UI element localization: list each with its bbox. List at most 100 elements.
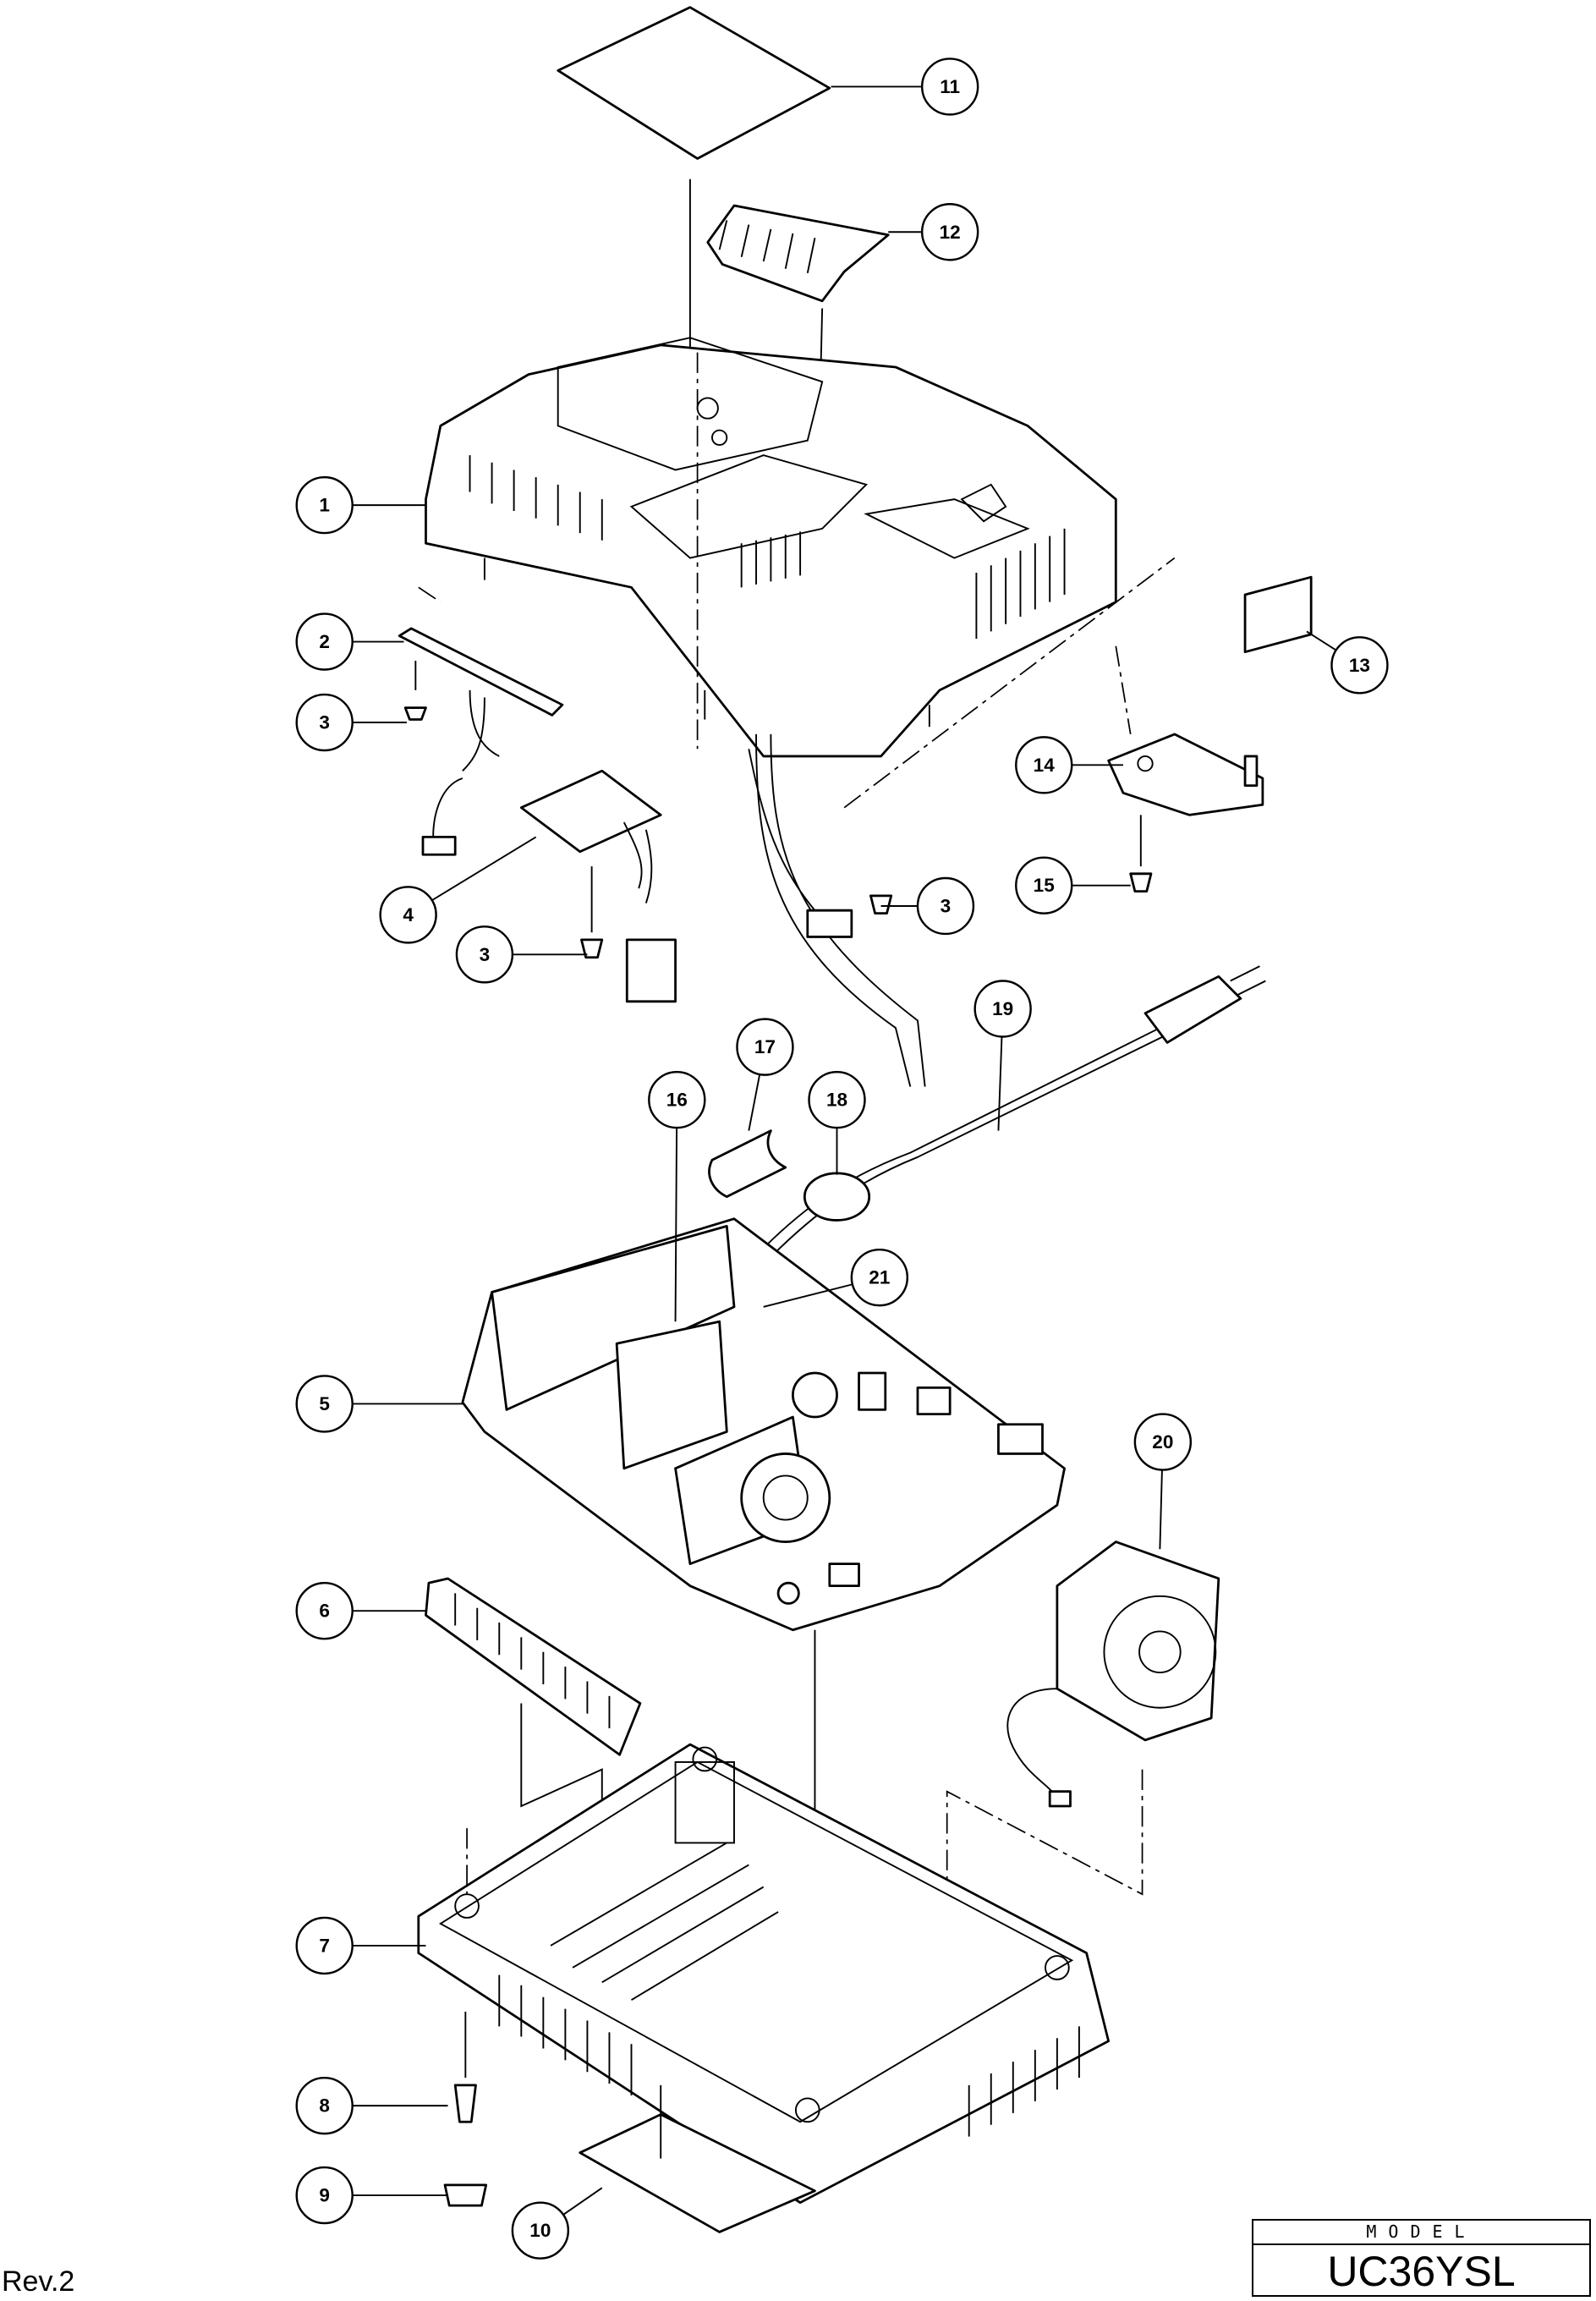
callout-12: 12 <box>888 203 979 261</box>
callout-number: 7 <box>319 1935 330 1956</box>
callout-7: 7 <box>295 1916 426 1975</box>
callout-9: 9 <box>295 2166 448 2225</box>
callout-circle <box>1015 856 1073 914</box>
callout-circle <box>455 925 514 984</box>
callout-15: 15 <box>1015 856 1131 914</box>
callout-number: 8 <box>319 2095 330 2117</box>
callout-number: 17 <box>754 1036 776 1057</box>
callout-number: 6 <box>319 1601 330 1622</box>
callout-6: 6 <box>295 1581 426 1640</box>
leader-line <box>763 1283 853 1308</box>
part-sleeve <box>708 1129 787 1199</box>
callout-circle <box>1133 1413 1193 1471</box>
callout-number: 3 <box>319 712 330 733</box>
callout-circle <box>850 1248 909 1307</box>
callout-circle <box>295 2076 354 2135</box>
callout-number: 19 <box>992 998 1013 1019</box>
callout-number: 15 <box>1034 875 1055 896</box>
part-power-board <box>461 1217 1066 1632</box>
leader-line <box>997 1036 1003 1131</box>
callout-number: 11 <box>940 76 960 97</box>
callout-17: 17 <box>736 1018 794 1131</box>
callout-number: 12 <box>940 222 961 243</box>
callout-13: 13 <box>1306 630 1389 695</box>
leader-line <box>562 2187 603 2216</box>
part-screw <box>403 661 427 721</box>
callout-number: 3 <box>480 944 491 965</box>
part-ferrite-core <box>803 1172 871 1222</box>
callout-circle <box>511 2201 570 2260</box>
leader-line <box>674 1128 678 1322</box>
part-upper-case <box>425 337 1117 758</box>
part-label-sheet <box>557 6 831 160</box>
callout-8: 8 <box>295 2076 448 2135</box>
callout-2: 2 <box>295 612 404 671</box>
part-heatsink-cover <box>706 204 890 303</box>
callout-5: 5 <box>295 1375 463 1433</box>
part-screw <box>453 2012 477 2123</box>
callout-number: 20 <box>1152 1431 1173 1453</box>
revision-label: Rev.2 <box>2 2265 75 2298</box>
callout-14: 14 <box>1015 736 1123 794</box>
callout-circle <box>295 1375 354 1433</box>
part-filter <box>425 1577 642 1756</box>
callout-18: 18 <box>808 1070 866 1175</box>
callout-number: 1 <box>319 495 330 516</box>
leader-line <box>431 836 537 902</box>
callout-number: 3 <box>941 895 952 916</box>
callout-number: 18 <box>826 1090 847 1111</box>
part-cooling-fan <box>1006 1540 1220 1808</box>
callout-4: 4 <box>379 836 537 944</box>
callout-circle <box>736 1018 794 1076</box>
callout-21: 21 <box>763 1248 909 1308</box>
callout-circle <box>379 886 437 944</box>
callout-circle <box>295 1581 354 1640</box>
model-header: MODEL <box>1253 2221 1589 2245</box>
leader-line <box>748 1074 761 1131</box>
callout-circle <box>648 1070 706 1129</box>
callout-number: 13 <box>1349 655 1370 676</box>
callout-circle <box>295 1916 354 1975</box>
callout-1: 1 <box>295 475 426 535</box>
callout-circle <box>920 203 979 261</box>
part-small-label <box>1243 575 1313 654</box>
part-screw <box>869 894 893 915</box>
part-cord-holder <box>1107 733 1264 816</box>
callout-circle <box>295 612 354 671</box>
callout-10: 10 <box>511 2187 603 2260</box>
part-screw <box>1129 815 1153 893</box>
callout-11: 11 <box>831 58 979 116</box>
callout-circle <box>1015 736 1073 794</box>
model-box: MODEL UC36YSL <box>1252 2219 1591 2297</box>
callout-16: 16 <box>648 1070 706 1322</box>
callout-number: 14 <box>1034 755 1056 776</box>
part-bottom-label <box>579 2113 816 2233</box>
callout-circle <box>295 693 354 752</box>
callout-number: 2 <box>319 631 330 652</box>
callout-20: 20 <box>1133 1413 1193 1550</box>
callout-19: 19 <box>974 980 1032 1131</box>
callout-circle <box>1330 636 1389 695</box>
part-rubber-foot <box>443 2183 488 2207</box>
part-lower-case <box>417 1743 1111 2205</box>
callout-circle <box>295 475 354 535</box>
model-number: UC36YSL <box>1327 2248 1516 2295</box>
callout-number: 10 <box>529 2220 551 2241</box>
callout-circle <box>974 980 1032 1038</box>
callout-number: 4 <box>403 904 414 925</box>
callout-circle <box>295 2166 354 2225</box>
callout-number: 9 <box>319 2185 330 2206</box>
part-screw <box>580 866 604 959</box>
callout-circle <box>916 876 975 936</box>
callout-circle <box>920 58 979 116</box>
callout-3: 3 <box>295 693 407 752</box>
part-wiring <box>748 733 926 1087</box>
callout-number: 21 <box>869 1267 890 1288</box>
part-led-board <box>398 627 564 856</box>
leader-line <box>1159 1469 1163 1550</box>
part-control-board <box>519 769 677 1003</box>
callout-number: 16 <box>666 1090 688 1111</box>
callout-3: 3 <box>880 876 975 936</box>
callout-number: 5 <box>319 1393 330 1414</box>
